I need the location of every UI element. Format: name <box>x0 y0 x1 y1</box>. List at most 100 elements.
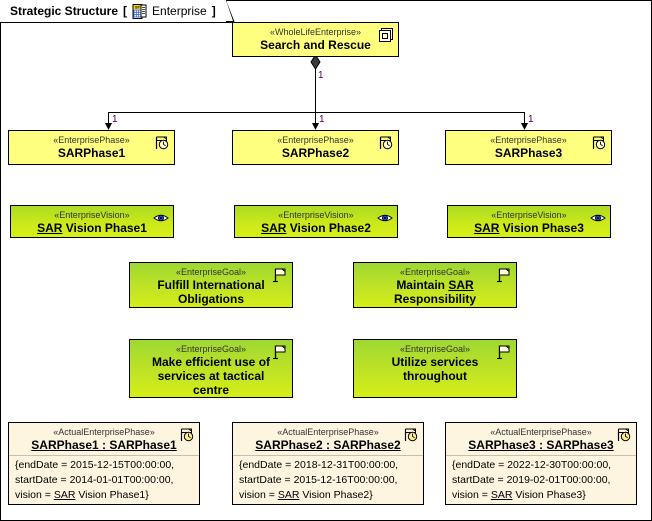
node-stereotype: «EnterpriseGoal» <box>399 344 471 354</box>
node-name-rest: Vision Phase1 <box>62 221 147 235</box>
instance-flag-clock-icon <box>179 427 195 443</box>
page-title: Strategic Structure <box>10 4 119 18</box>
attribute-vision: vision = SAR Vision Phase2} <box>239 488 417 503</box>
node-stereotype: «ActualEnterprisePhase» <box>277 427 379 437</box>
node-attributes: {endDate = 2015-12-15T00:00:00, startDat… <box>9 455 199 503</box>
attribute-end-date: {endDate = 2022-12-30T00:00:00, <box>452 459 612 471</box>
node-name-underlined: SAR <box>448 278 474 292</box>
phase-flag-clock-icon <box>154 135 170 151</box>
node-attributes: {endDate = 2022-12-30T00:00:00, startDat… <box>446 455 636 503</box>
node-stereotype: «EnterpriseGoal» <box>399 267 471 277</box>
diagram-title-tab: Strategic Structure [ ST Enterprise ] <box>0 0 235 23</box>
node-name-line-1: Make efficient use of <box>151 355 271 369</box>
node-name: SAR Vision Phase2 <box>235 221 397 235</box>
node-name: SARPhase3 : SARPhase3 <box>468 438 614 452</box>
node-name: SARPhase2 : SARPhase2 <box>255 438 401 452</box>
attribute-vision-underlined: SAR <box>277 489 300 501</box>
node-enterprise-goal-2[interactable]: «EnterpriseGoal» Maintain SAR Responsibi… <box>353 262 517 308</box>
eye-icon <box>153 210 169 226</box>
svg-text:ST: ST <box>135 4 141 9</box>
goal-flag-icon <box>496 344 512 360</box>
node-actual-enterprise-phase-2[interactable]: «ActualEnterprisePhase» SARPhase2 : SARP… <box>232 422 424 505</box>
node-whole-life-enterprise[interactable]: «WholeLifeEnterprise» Search and Rescue <box>232 22 399 57</box>
attribute-end-date: {endDate = 2018-12-31T00:00:00, <box>239 459 399 471</box>
node-name-rest: Vision Phase3 <box>499 221 584 235</box>
node-name-line-3: centre <box>192 383 230 397</box>
attribute-vision-prefix: vision = <box>452 489 491 501</box>
node-enterprise-vision-2[interactable]: «EnterpriseVision» SAR Vision Phase2 <box>234 205 398 238</box>
node-name-line-2: Responsibility <box>393 292 476 306</box>
node-stereotype: «EnterprisePhase» <box>277 135 354 145</box>
goal-flag-icon <box>272 344 288 360</box>
node-stereotype: «WholeLifeEnterprise» <box>269 27 362 37</box>
attribute-vision-prefix: vision = <box>239 489 278 501</box>
node-stereotype: «EnterprisePhase» <box>490 135 567 145</box>
multiplicity-target-3: 1 <box>528 114 534 125</box>
node-name-line-1: Utilize services <box>391 355 479 369</box>
attribute-start-date: startDate = 2014-01-01T00:00:00, <box>15 474 174 486</box>
node-name-line-2: services at tactical <box>157 369 265 383</box>
node-name-underlined: SAR <box>37 221 63 235</box>
node-stereotype: «EnterpriseGoal» <box>175 267 247 277</box>
instance-flag-clock-icon <box>403 427 419 443</box>
phase-flag-clock-icon <box>378 135 394 151</box>
attribute-vision-rest: Vision Phase3} <box>512 489 586 501</box>
attribute-end-date: {endDate = 2015-12-15T00:00:00, <box>15 459 175 471</box>
goal-flag-icon <box>272 267 288 283</box>
attribute-vision: vision = SAR Vision Phase1} <box>15 488 193 503</box>
node-stereotype: «EnterpriseVision» <box>54 210 130 220</box>
node-name: SARPhase1 <box>57 146 126 160</box>
multiplicity-source: 1 <box>318 70 324 81</box>
node-actual-enterprise-phase-1[interactable]: «ActualEnterprisePhase» SARPhase1 : SARP… <box>8 422 200 505</box>
node-name: Search and Rescue <box>260 38 371 52</box>
eye-icon <box>377 210 393 226</box>
eye-icon <box>590 210 606 226</box>
node-stereotype: «EnterpriseGoal» <box>175 344 247 354</box>
multiplicity-target-2: 1 <box>319 114 325 125</box>
node-enterprise-phase-1[interactable]: «EnterprisePhase» SARPhase1 <box>8 130 175 165</box>
diagram-context-name: Enterprise <box>152 4 207 18</box>
node-name-prefix: Maintain <box>396 278 449 292</box>
instance-flag-clock-icon <box>616 427 632 443</box>
node-name-rest: Vision Phase2 <box>286 221 371 235</box>
attribute-vision-rest: Vision Phase2} <box>299 489 373 501</box>
node-stereotype: «EnterprisePhase» <box>53 135 130 145</box>
attribute-start-date: startDate = 2015-12-16T00:00:00, <box>239 474 398 486</box>
stereotype-document-icon: ST <box>132 3 147 19</box>
attribute-start-date: startDate = 2019-02-01T00:00:00, <box>452 474 611 486</box>
attribute-vision-rest: Vision Phase1} <box>75 489 149 501</box>
node-name-line-2: throughout <box>403 369 467 383</box>
node-name: SAR Vision Phase3 <box>448 221 610 235</box>
node-actual-enterprise-phase-3[interactable]: «ActualEnterprisePhase» SARPhase3 : SARP… <box>445 422 637 505</box>
attribute-vision-underlined: SAR <box>53 489 76 501</box>
node-attributes: {endDate = 2018-12-31T00:00:00, startDat… <box>233 455 423 503</box>
node-name-underlined: SAR <box>474 221 500 235</box>
attribute-vision-prefix: vision = <box>15 489 54 501</box>
node-enterprise-phase-2[interactable]: «EnterprisePhase» SARPhase2 <box>232 130 399 165</box>
phase-flag-clock-icon <box>591 135 607 151</box>
node-enterprise-goal-3[interactable]: «EnterpriseGoal» Make efficient use of s… <box>129 339 293 398</box>
node-name: SARPhase3 <box>494 146 563 160</box>
node-name: SAR Vision Phase1 <box>11 221 173 235</box>
bracket-close: ] <box>211 4 216 18</box>
node-enterprise-phase-3[interactable]: «EnterprisePhase» SARPhase3 <box>445 130 612 165</box>
node-enterprise-goal-4[interactable]: «EnterpriseGoal» Utilize services throug… <box>353 339 517 398</box>
attribute-vision-underlined: SAR <box>490 489 513 501</box>
node-stereotype: «ActualEnterprisePhase» <box>53 427 155 437</box>
goal-flag-icon <box>496 267 512 283</box>
multiplicity-target-1: 1 <box>112 114 118 125</box>
node-stereotype: «ActualEnterprisePhase» <box>490 427 592 437</box>
node-enterprise-goal-1[interactable]: «EnterpriseGoal» Fulfill International O… <box>129 262 293 308</box>
node-name: SARPhase1 : SARPhase1 <box>31 438 177 452</box>
bracket-open: [ <box>123 4 128 18</box>
node-name-underlined: SAR <box>261 221 287 235</box>
node-name-line-1: Maintain SAR <box>354 278 516 292</box>
node-enterprise-vision-1[interactable]: «EnterpriseVision» SAR Vision Phase1 <box>10 205 174 238</box>
node-stereotype: «EnterpriseVision» <box>491 210 567 220</box>
node-name: SARPhase2 <box>281 146 350 160</box>
attribute-vision: vision = SAR Vision Phase3} <box>452 488 630 503</box>
node-stereotype: «EnterpriseVision» <box>278 210 354 220</box>
node-enterprise-vision-3[interactable]: «EnterpriseVision» SAR Vision Phase3 <box>447 205 611 238</box>
composite-structure-icon <box>378 27 394 43</box>
